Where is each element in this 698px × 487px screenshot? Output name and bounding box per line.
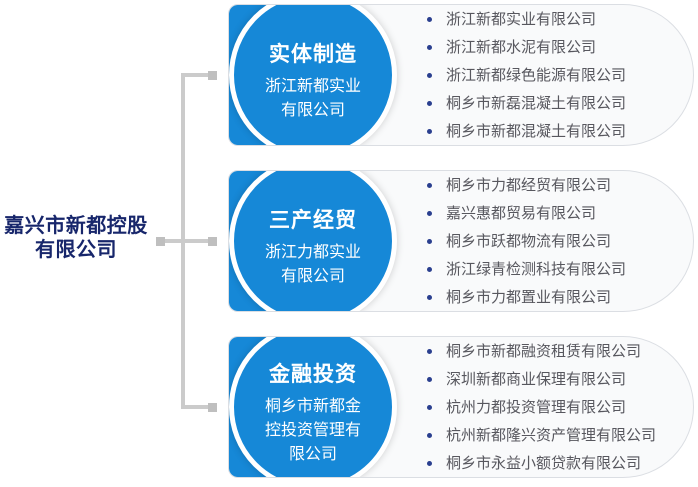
company-name: 桐乡市跃都物流有限公司 xyxy=(446,232,612,250)
company-item: 桐乡市力都置业有限公司 xyxy=(427,288,679,307)
bullet-icon xyxy=(427,460,432,466)
bullet-icon xyxy=(427,16,432,22)
group-card-trade: 三产经贸 浙江力都实业有限公司 桐乡市力都经贸有限公司 嘉兴惠都贸易有限公司 桐… xyxy=(228,170,694,312)
category-title: 三产经贸 xyxy=(269,208,357,232)
bullet-icon xyxy=(427,100,432,106)
company-item: 浙江绿青检测科技有限公司 xyxy=(427,260,679,279)
category-subtitle: 浙江力都实业有限公司 xyxy=(264,243,361,285)
connector-node-root xyxy=(156,237,165,246)
company-list: 桐乡市新都融资租赁有限公司 深圳新都商业保理有限公司 杭州力都投资管理有限公司 … xyxy=(427,337,679,477)
bullet-icon xyxy=(427,210,432,216)
connector-node-bottom xyxy=(208,403,217,412)
connector-branch-middle xyxy=(165,239,209,243)
company-list: 桐乡市力都经贸有限公司 嘉兴惠都贸易有限公司 桐乡市跃都物流有限公司 浙江绿青检… xyxy=(427,171,679,311)
category-subtitle: 桐乡市新都金控投资管理有限公司 xyxy=(264,397,361,463)
connector-node-middle xyxy=(208,237,217,246)
connector-branch-top xyxy=(183,73,209,77)
bullet-icon xyxy=(427,376,432,382)
category-circle-manufacturing: 实体制造 浙江新都实业有限公司 xyxy=(229,5,397,145)
category-circle-trade: 三产经贸 浙江力都实业有限公司 xyxy=(229,171,397,311)
company-name: 桐乡市永益小额贷款有限公司 xyxy=(446,454,642,472)
company-name: 桐乡市力都经贸有限公司 xyxy=(446,176,612,194)
bullet-icon xyxy=(427,294,432,300)
connector-node-top xyxy=(208,71,217,80)
company-item: 嘉兴惠都贸易有限公司 xyxy=(427,204,679,223)
company-item: 桐乡市跃都物流有限公司 xyxy=(427,232,679,251)
bullet-icon xyxy=(427,72,432,78)
company-name: 嘉兴惠都贸易有限公司 xyxy=(446,204,597,222)
root-company-line2: 有限公司 xyxy=(35,239,117,261)
company-item: 杭州力都投资管理有限公司 xyxy=(427,398,679,417)
category-title: 实体制造 xyxy=(269,42,357,66)
company-name: 浙江新都实业有限公司 xyxy=(446,10,597,28)
root-company-line1: 嘉兴市新都控股 xyxy=(4,215,148,237)
company-item: 桐乡市永益小额贷款有限公司 xyxy=(427,454,679,473)
company-name: 浙江新都水泥有限公司 xyxy=(446,38,597,56)
company-name: 浙江绿青检测科技有限公司 xyxy=(446,260,627,278)
bullet-icon xyxy=(427,432,432,438)
group-card-finance: 金融投资 桐乡市新都金控投资管理有限公司 桐乡市新都融资租赁有限公司 深圳新都商… xyxy=(228,336,694,478)
company-item: 浙江新都水泥有限公司 xyxy=(427,38,679,57)
bullet-icon xyxy=(427,238,432,244)
company-item: 桐乡市新都融资租赁有限公司 xyxy=(427,342,679,361)
company-name: 桐乡市新都混凝土有限公司 xyxy=(446,122,627,140)
company-name: 桐乡市新都融资租赁有限公司 xyxy=(446,342,642,360)
company-item: 杭州新都隆兴资产管理有限公司 xyxy=(427,426,679,445)
bullet-icon xyxy=(427,182,432,188)
company-name: 杭州力都投资管理有限公司 xyxy=(446,398,627,416)
category-circle-finance: 金融投资 桐乡市新都金控投资管理有限公司 xyxy=(229,337,397,477)
bullet-icon xyxy=(427,348,432,354)
category-title: 金融投资 xyxy=(269,362,357,386)
company-item: 浙江新都实业有限公司 xyxy=(427,10,679,29)
company-item: 桐乡市力都经贸有限公司 xyxy=(427,176,679,195)
company-name: 桐乡市新磊混凝土有限公司 xyxy=(446,94,627,112)
company-item: 桐乡市新都混凝土有限公司 xyxy=(427,122,679,141)
bullet-icon xyxy=(427,128,432,134)
company-item: 深圳新都商业保理有限公司 xyxy=(427,370,679,389)
company-name: 桐乡市力都置业有限公司 xyxy=(446,288,612,306)
company-item: 桐乡市新磊混凝土有限公司 xyxy=(427,94,679,113)
bullet-icon xyxy=(427,44,432,50)
company-name: 浙江新都绿色能源有限公司 xyxy=(446,66,627,84)
company-name: 深圳新都商业保理有限公司 xyxy=(446,370,627,388)
group-card-manufacturing: 实体制造 浙江新都实业有限公司 浙江新都实业有限公司 浙江新都水泥有限公司 浙江… xyxy=(228,4,694,146)
company-list: 浙江新都实业有限公司 浙江新都水泥有限公司 浙江新都绿色能源有限公司 桐乡市新磊… xyxy=(427,5,679,145)
company-name: 杭州新都隆兴资产管理有限公司 xyxy=(446,426,657,444)
category-subtitle: 浙江新都实业有限公司 xyxy=(264,77,361,119)
bullet-icon xyxy=(427,266,432,272)
bullet-icon xyxy=(427,404,432,410)
company-item: 浙江新都绿色能源有限公司 xyxy=(427,66,679,85)
connector-branch-bottom xyxy=(183,405,209,409)
root-company-label: 嘉兴市新都控股 有限公司 xyxy=(0,214,152,262)
